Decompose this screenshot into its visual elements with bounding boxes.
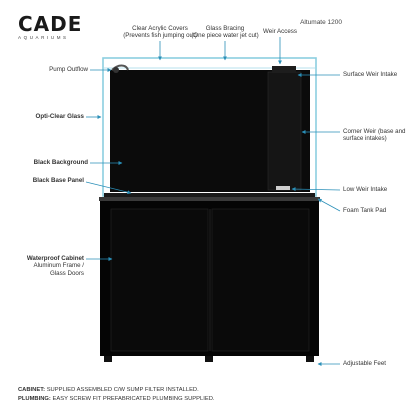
- callout-subtitle: surface intakes): [343, 135, 387, 143]
- footer-cabinet-line: CABINET: SUPPLIED ASSEMBLED C/W SUMP FIL…: [18, 387, 199, 393]
- cabinet-door-left: [110, 208, 209, 352]
- footer-plumbing-text: EASY SCREW FIT PREFABRICATED PLUMBING SU…: [52, 396, 215, 402]
- footer-plumbing-line: PLUMBING: EASY SCREW FIT PREFABRICATED P…: [18, 396, 215, 402]
- callout-opti-clear-glass: Opti-Clear Glass: [35, 113, 85, 120]
- callout-subtitle: Aluminum Frame /: [33, 262, 84, 270]
- callout-subtitle: (One piece water jet cut): [191, 32, 259, 40]
- footer-cabinet-label: CABINET:: [18, 387, 46, 393]
- adjustable-foot: [104, 356, 112, 362]
- callout-black-background: Black Background: [33, 159, 88, 166]
- callout-foam-tank-pad: Foam Tank Pad: [343, 207, 387, 214]
- callout-subtitle: Glass Doors: [49, 269, 84, 277]
- callout-title: Waterproof Cabinet: [26, 255, 84, 262]
- low-weir-intake-slot: [276, 186, 290, 190]
- callout-subtitle: (Prevents fish jumping out): [123, 32, 197, 40]
- corner-weir-box: [267, 71, 302, 191]
- adjustable-foot: [205, 356, 213, 362]
- callout-weir-access: Weir Access: [263, 28, 297, 35]
- arrow-pointer-icon: [317, 198, 341, 212]
- model-name: Altumate 1200: [300, 19, 342, 26]
- adjustable-foot: [306, 356, 314, 362]
- callout-title: Corner Weir (base and: [343, 128, 406, 135]
- brand-logo: CADE AQUARIUMS: [18, 14, 82, 40]
- callout-black-base-panel: Black Base Panel: [32, 177, 84, 184]
- weir-access-cap: [272, 66, 296, 73]
- callout-corner-weir: Corner Weir (base and surface intakes): [343, 128, 405, 143]
- callout-arrows: [85, 37, 341, 366]
- logo-text: CADE: [18, 12, 83, 36]
- callout-adjustable-feet: Adjustable Feet: [343, 360, 386, 367]
- callout-title: Glass Bracing: [205, 25, 245, 32]
- arrow-pointer-icon: [291, 187, 341, 192]
- callout-low-weir-intake: Low Weir Intake: [343, 186, 388, 193]
- footer-cabinet-text: SUPPLIED ASSEMBLED C/W SUMP FILTER INSTA…: [46, 387, 199, 393]
- callout-pump-outflow: Pump Outflow: [49, 66, 88, 73]
- footer-plumbing-label: PLUMBING:: [18, 396, 51, 402]
- pump-outflow-nozzle: [113, 67, 119, 73]
- foam-tank-pad: [99, 197, 320, 201]
- callout-clear-acrylic-covers: Clear Acrylic Covers (Prevents fish jump…: [120, 25, 200, 40]
- logo-subtext: AQUARIUMS: [18, 35, 69, 40]
- cabinet-door-right: [211, 208, 310, 352]
- callout-glass-bracing: Glass Bracing (One piece water jet cut): [185, 25, 265, 40]
- callout-title: Clear Acrylic Covers: [132, 25, 188, 32]
- black-base-panel: [104, 193, 315, 197]
- callout-waterproof-cabinet: Waterproof Cabinet Aluminum Frame / Glas…: [4, 255, 84, 277]
- arrow-pointer-icon: [85, 181, 132, 195]
- callout-surface-weir-intake: Surface Weir Intake: [343, 71, 398, 78]
